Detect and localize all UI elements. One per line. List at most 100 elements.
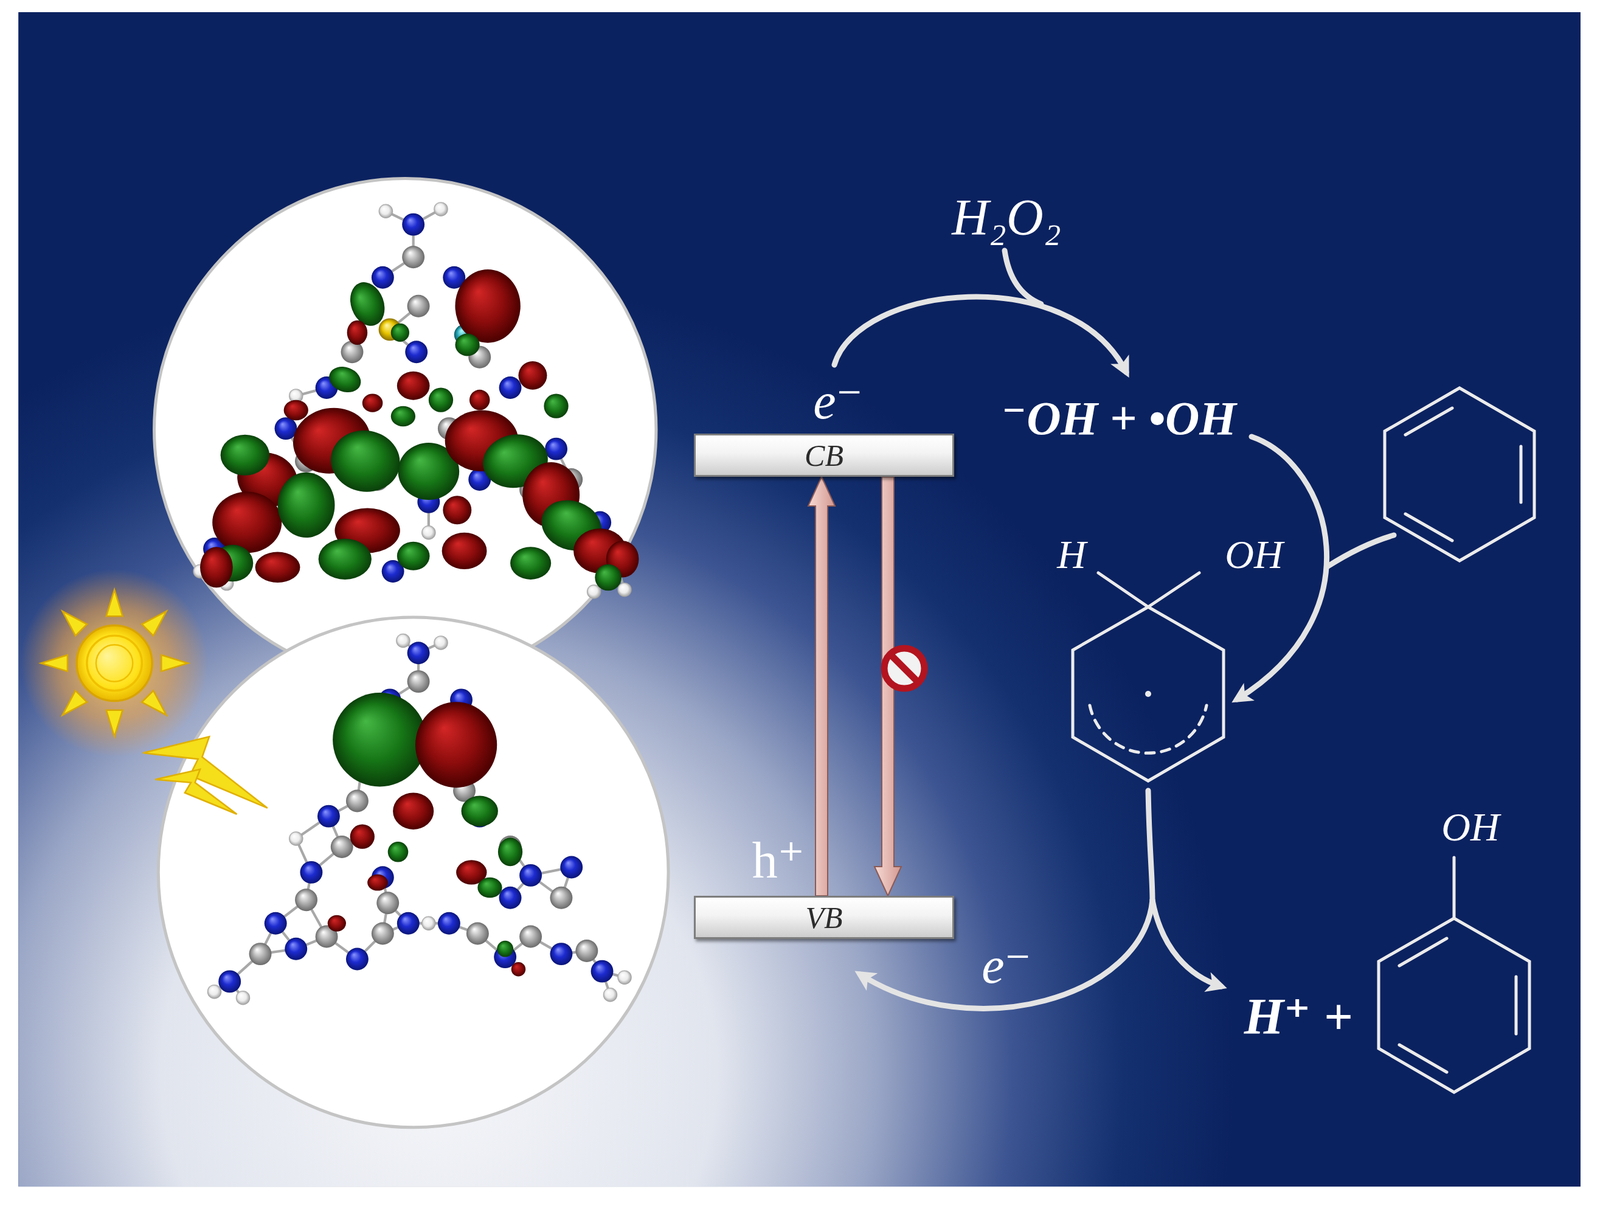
curved-arrow xyxy=(1152,900,1222,987)
nitrogen-atom xyxy=(218,969,241,993)
hydrogen-atom xyxy=(433,635,448,650)
formula-label: H₂O₂ xyxy=(951,189,1062,246)
group-label: OH xyxy=(1441,805,1500,850)
nitrogen-atom xyxy=(299,861,323,884)
hydrogen-atom xyxy=(421,916,436,931)
nitrogen-atom xyxy=(499,376,522,399)
orbital-lobe xyxy=(212,491,282,554)
homo-circle xyxy=(158,617,669,1128)
phenol-ring xyxy=(1378,918,1530,1093)
lightning-bolt xyxy=(155,769,237,815)
lumo-orbital-model xyxy=(192,201,639,600)
delocalized-arc xyxy=(1089,705,1207,753)
nitrogen-atom xyxy=(401,213,425,236)
orbital-lobe xyxy=(387,841,409,863)
orbital-lobe xyxy=(543,394,568,419)
orbital-lobe xyxy=(594,564,622,592)
orbital-lobe xyxy=(362,394,384,413)
orbital-lobe xyxy=(510,546,551,580)
bond-line xyxy=(1452,857,1456,919)
radical-label: ⁻OH + •OH xyxy=(1001,392,1237,445)
nitrogen-atom xyxy=(560,856,583,879)
hydrogen-atom xyxy=(617,969,632,984)
sun-ray xyxy=(56,690,87,722)
double-bond xyxy=(1399,1044,1447,1073)
band-bar: CB xyxy=(693,433,955,477)
curved-arrow xyxy=(834,296,1127,373)
orbital-lobe xyxy=(461,796,499,827)
carbon-atom xyxy=(371,922,395,946)
orbital-lobe xyxy=(318,538,372,580)
carbon-atom xyxy=(466,922,489,946)
electron-label: e⁻ xyxy=(813,373,863,430)
curved-arrow xyxy=(1004,250,1042,305)
transfer-arrow xyxy=(808,476,835,896)
orbital-lobe xyxy=(347,320,368,345)
nitrogen-atom xyxy=(284,937,308,961)
band-bar: VB xyxy=(693,895,955,939)
sun-ray xyxy=(106,710,123,738)
orbital-lobe xyxy=(255,552,301,583)
orbital-lobe xyxy=(283,400,309,421)
curved-arrow xyxy=(1326,535,1394,567)
hydrogen-atom xyxy=(603,987,618,1002)
cyclohexadienyl-ring xyxy=(1072,606,1224,781)
nitrogen-atom xyxy=(544,437,568,461)
hydrogen-atom xyxy=(421,525,436,540)
orbital-lobe xyxy=(397,541,430,571)
orbital-lobe xyxy=(498,837,523,866)
carbon-atom xyxy=(407,670,430,693)
carbon-atom xyxy=(346,789,369,812)
prohibition-slash xyxy=(890,654,919,683)
sun-ray xyxy=(141,690,173,722)
orbital-lobe xyxy=(397,371,430,401)
carbon-atom xyxy=(575,939,598,963)
orbital-lobe xyxy=(454,333,480,357)
double-bond xyxy=(1519,446,1523,503)
orbital-lobe xyxy=(325,362,365,397)
atom-label: H xyxy=(1056,532,1087,578)
sun-icon xyxy=(20,569,209,758)
nitrogen-atom xyxy=(519,864,542,887)
homo-orbital-model xyxy=(207,633,632,1006)
orbital-lobe xyxy=(518,361,547,390)
nitrogen-atom xyxy=(591,960,614,983)
benzene-ring xyxy=(1384,387,1535,561)
orbital-lobe xyxy=(428,387,454,413)
prohibition-sign xyxy=(884,648,925,689)
sun-ray xyxy=(56,605,87,637)
orbital-lobe xyxy=(277,472,336,538)
electron-label: e⁻ xyxy=(981,937,1032,994)
sun-ring xyxy=(96,644,133,682)
lumo-circle xyxy=(154,178,657,681)
orbital-lobe xyxy=(454,269,520,343)
orbital-lobe xyxy=(200,546,233,588)
nitrogen-atom xyxy=(274,417,298,440)
carbon-atom xyxy=(549,886,573,910)
hydrogen-atom xyxy=(433,201,448,216)
double-bond xyxy=(1514,976,1518,1034)
nitrogen-atom xyxy=(346,948,369,971)
orbital-lobe xyxy=(496,940,514,958)
bond-line xyxy=(1098,572,1149,607)
double-bond xyxy=(1399,938,1447,966)
nitrogen-atom xyxy=(317,805,340,828)
orbital-lobe xyxy=(442,495,472,525)
orbital-lobe xyxy=(327,915,347,932)
orbital-lobe xyxy=(477,877,502,899)
sun-ray xyxy=(40,654,68,672)
carbon-atom xyxy=(401,245,425,269)
orbital-lobe xyxy=(220,434,271,476)
sun-glow xyxy=(20,569,209,758)
sun-ring xyxy=(86,635,143,691)
group-label: OH xyxy=(1224,532,1283,578)
nitrogen-atom xyxy=(407,641,430,665)
nitrogen-atom xyxy=(397,912,420,935)
sun-disc xyxy=(76,625,153,701)
carbon-atom xyxy=(376,891,399,915)
orbital-lobe xyxy=(511,962,526,977)
